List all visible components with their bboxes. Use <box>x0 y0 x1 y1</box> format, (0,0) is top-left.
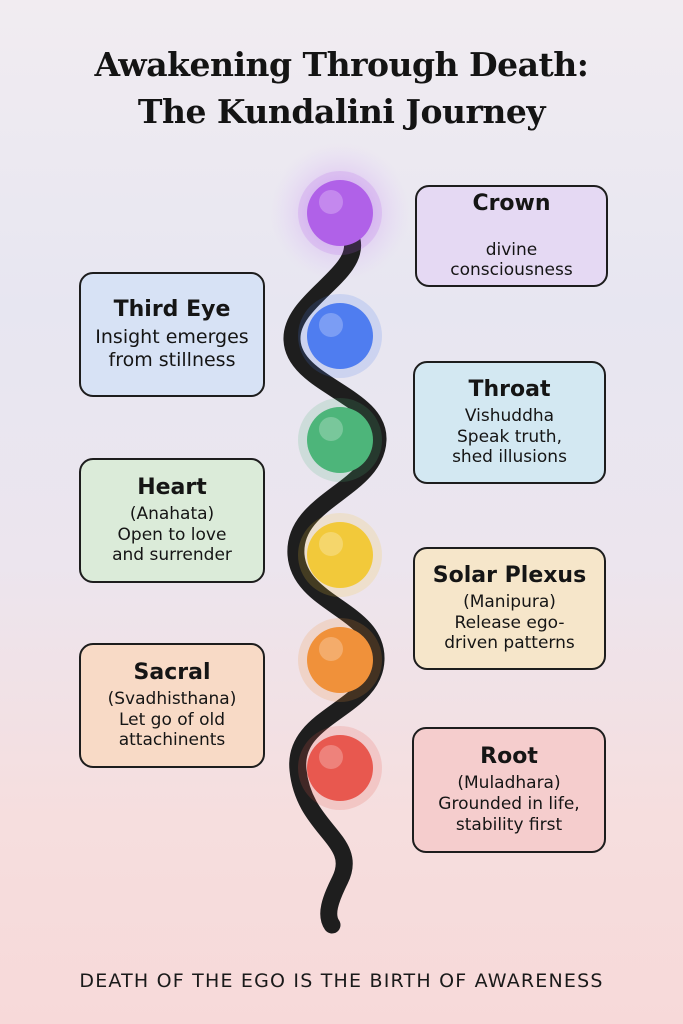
chakra-text: Grounded in life, <box>438 794 580 815</box>
chakra-text: (Svadhisthana) <box>107 688 237 709</box>
title-line-2: The Kundalini Journey <box>137 92 546 131</box>
footer-tagline: DEATH OF THE EGO IS THE BIRTH OF AWARENE… <box>79 970 604 992</box>
chakra-name: Crown <box>472 190 551 216</box>
chakra-name: Solar Plexus <box>432 562 587 588</box>
chakra-card-crown: Crown divine consciousness <box>415 185 608 287</box>
title-line-1: Awakening Through Death: <box>94 45 589 84</box>
orb-highlight <box>319 313 343 337</box>
chakra-card-solar-plexus: Solar Plexus (Manipura)Release ego-driven… <box>413 547 606 670</box>
chakra-orb-sacral <box>307 627 373 693</box>
orb-highlight <box>319 532 343 556</box>
chakra-name: Sacral <box>133 659 211 685</box>
chakra-text: Insight emerges <box>95 325 249 348</box>
chakra-text: Open to love <box>117 524 227 545</box>
chakra-name: Throat <box>468 376 551 402</box>
chakra-orb-root <box>307 735 373 801</box>
orb-highlight <box>319 637 343 661</box>
orb-highlight <box>319 745 343 769</box>
chakra-orb-solar-plexus <box>307 522 373 588</box>
chakra-text: Vishuddha <box>464 405 555 426</box>
serpent-path <box>283 231 387 934</box>
chakra-name: Root <box>480 744 538 770</box>
orb-highlight <box>319 417 343 441</box>
chakra-text: Speak truth, <box>457 426 562 447</box>
chakra-orb-heart <box>307 407 373 473</box>
chakra-text: divine consciousness <box>450 239 573 281</box>
chakra-orb-third-eye <box>307 303 373 369</box>
chakra-text: (Manipura) <box>463 591 556 612</box>
chakra-text: (Muladhara) <box>457 773 561 794</box>
chakra-text: stability first <box>455 814 563 835</box>
chakra-name: Heart <box>137 474 207 500</box>
chakra-orb-crown <box>307 180 373 246</box>
chakra-text: shed illusions <box>452 447 567 468</box>
chakra-text: and surrender <box>112 545 232 566</box>
chakra-text: Let go of old <box>118 709 225 730</box>
chakra-name: Third Eye <box>113 296 231 322</box>
chakra-card-root: Root (Muladhara)Grounded in life,stabilit… <box>412 727 606 853</box>
chakra-text: from stillness <box>108 348 236 371</box>
chakra-text: (Anahata) <box>129 503 215 524</box>
chakra-text: attachinents <box>118 730 226 751</box>
chakra-text: driven patterns <box>444 633 575 654</box>
orb-highlight <box>319 190 343 214</box>
chakra-text: Release ego- <box>454 612 565 633</box>
